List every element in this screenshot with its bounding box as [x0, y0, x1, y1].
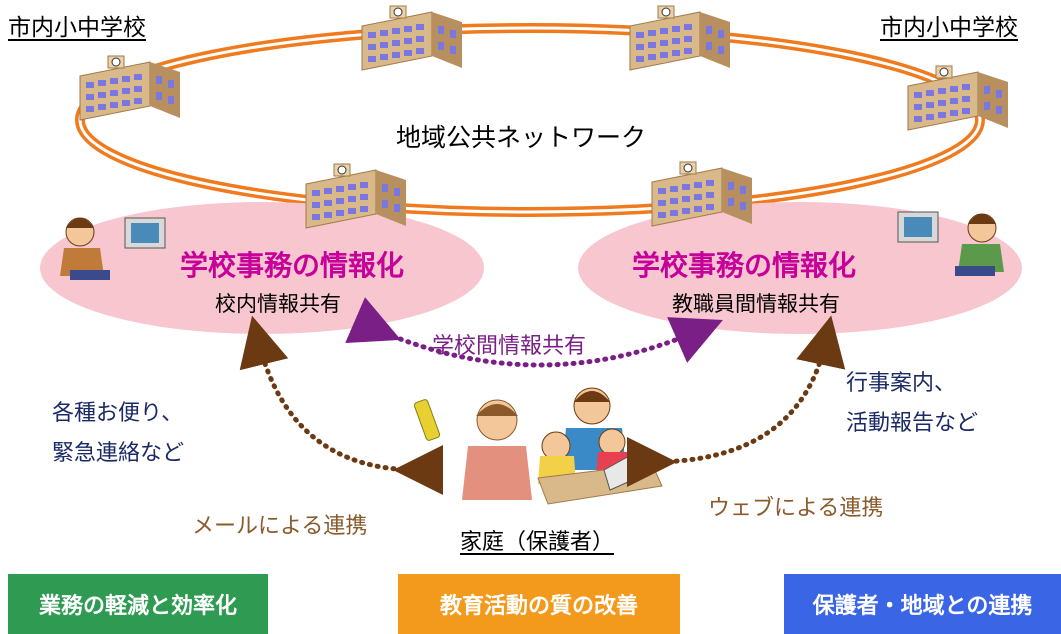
web-link-arrow [626, 315, 846, 488]
guardian-community-button[interactable]: 保護者・地域との連携 [784, 574, 1061, 634]
right-cluster-title: 学校事務の情報化 [632, 249, 857, 282]
left-cluster-title: 学校事務の情報化 [180, 249, 405, 282]
right-note: 行事案内、 活動報告など [846, 364, 978, 444]
left-note-line: 各種お便り、 [52, 401, 184, 426]
education-quality-button[interactable]: 教育活動の質の改善 [398, 574, 680, 634]
mail-link-arrow [239, 315, 444, 496]
left-note-line: 緊急連絡など [52, 441, 185, 466]
network-label: 地域公共ネットワーク [396, 123, 647, 152]
top-right-label: 市内小中学校 [880, 15, 1018, 41]
web-label: ウェブによる連携 [708, 496, 884, 521]
right-note-line: 活動報告など [846, 411, 979, 436]
office-worker-right-icon [897, 211, 1004, 276]
home-label: 家庭（保護者） [460, 530, 615, 555]
mail-label: メールによる連携 [192, 514, 368, 539]
school-building-icon [361, 5, 463, 71]
inter-school-arrow [345, 297, 723, 368]
right-note-line: 行事案内、 [846, 371, 957, 396]
left-note: 各種お便り、 緊急連絡など [52, 394, 184, 474]
school-building-icon [651, 161, 753, 227]
top-left-label: 市内小中学校 [8, 15, 146, 41]
efficiency-button[interactable]: 業務の軽減と効率化 [8, 574, 268, 634]
office-worker-left-icon [60, 217, 166, 280]
right-cluster-subtitle: 教職員間情報共有 [672, 292, 840, 316]
family-illustration [413, 387, 663, 505]
school-building-icon [305, 163, 407, 229]
school-building-icon [629, 5, 731, 71]
left-cluster-subtitle: 校内情報共有 [215, 292, 341, 316]
inter-school-label: 学校間情報共有 [432, 334, 587, 359]
